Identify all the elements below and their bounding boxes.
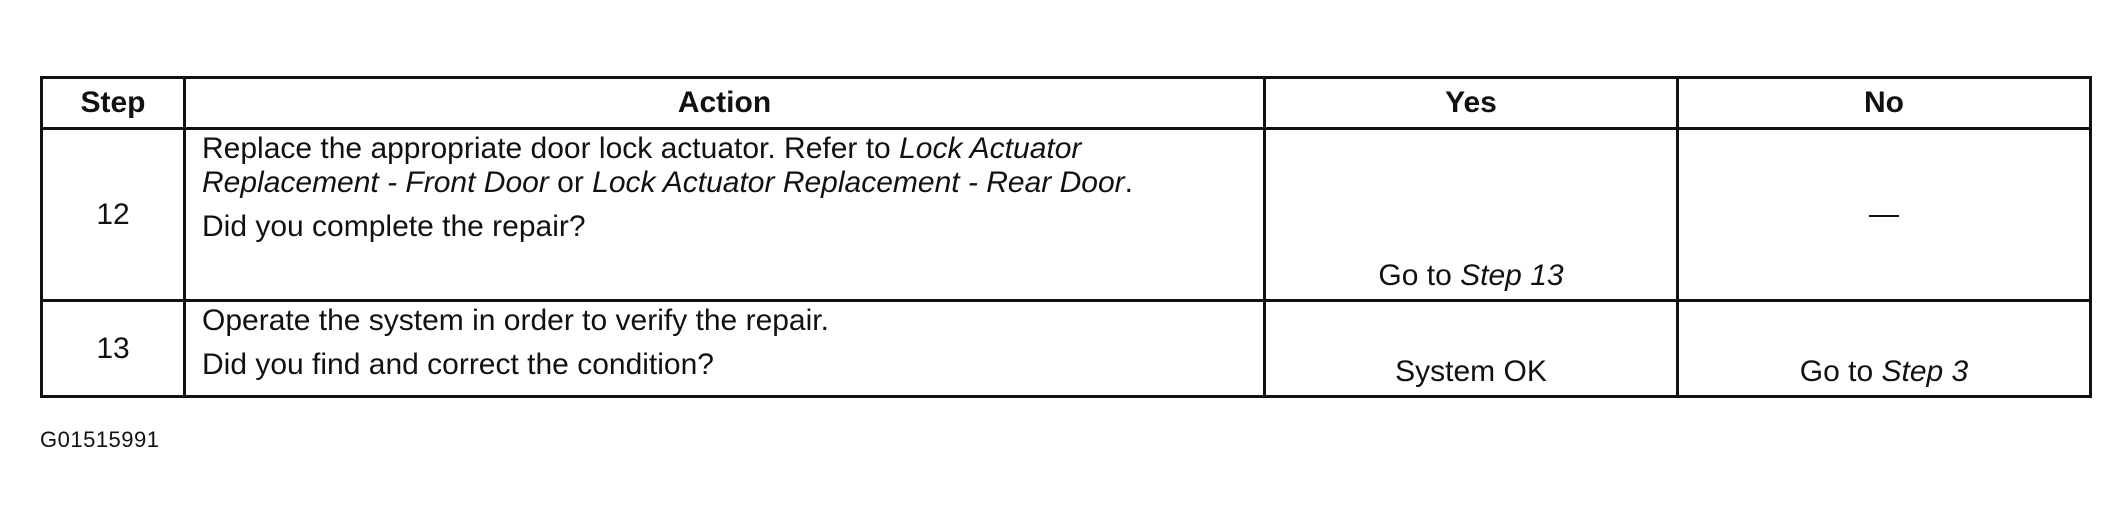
step-number: 12 (40, 127, 186, 302)
table-row: 12 Replace the appropriate door lock act… (40, 127, 2092, 302)
action-question: Did you find and correct the condition? (202, 348, 714, 381)
em-dash-icon (1869, 214, 1899, 217)
instruction-text: . (1124, 166, 1133, 199)
diagnostic-table: Step Action Yes No 12 Replace the approp… (40, 76, 2092, 398)
yes-result: Go to Step 13 (1263, 127, 1679, 302)
action-instruction: Operate the system in order to verify th… (202, 304, 829, 337)
no-result: Go to Step 3 (1676, 299, 2092, 398)
result-text: Go to (1378, 259, 1461, 292)
header-action: Action (183, 76, 1266, 130)
reference-link: Lock Actuator Replacement - Rear Door (592, 166, 1125, 199)
step-reference: Step 3 (1881, 355, 1969, 388)
table-row: 13 Operate the system in order to verify… (40, 299, 2092, 398)
action-cell: Replace the appropriate door lock actuat… (183, 127, 1266, 302)
step-reference: Step 13 (1460, 259, 1564, 292)
result-text: Go to (1799, 355, 1882, 388)
reference-link: Lock Actuator Replacement - Front Door (202, 132, 1082, 199)
action-cell: Operate the system in order to verify th… (183, 299, 1266, 398)
instruction-text: or (548, 166, 593, 199)
action-instruction: Replace the appropriate door lock actuat… (202, 132, 1202, 200)
header-no: No (1676, 76, 2092, 130)
instruction-text: Replace the appropriate door lock actuat… (202, 132, 900, 165)
action-question: Did you complete the repair? (202, 210, 586, 243)
yes-result: System OK (1263, 299, 1679, 398)
header-step: Step (40, 76, 186, 130)
step-number: 13 (40, 299, 186, 398)
figure-id: G01515991 (40, 427, 160, 452)
table-header-row: Step Action Yes No (40, 76, 2092, 130)
no-result (1676, 127, 2092, 302)
header-yes: Yes (1263, 76, 1679, 130)
